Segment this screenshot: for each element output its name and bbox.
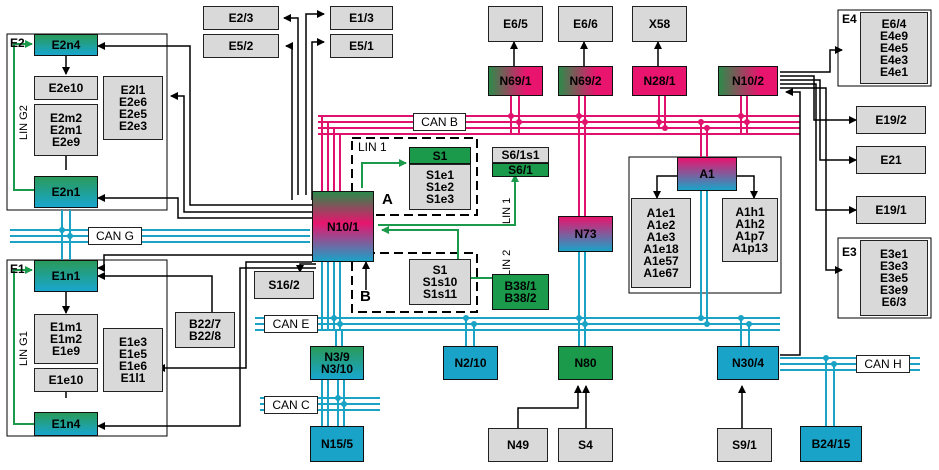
ecu-a1-left-list: A1e1 A1e2 A1e3 A1e18 A1e57 A1e67 [631,198,691,288]
module-e19-2: E19/2 [856,106,926,134]
sensor-b22: B22/7 B22/8 [175,312,235,348]
label-lin1-b: LIN 1 [501,197,513,224]
switch-s6-1s1: S6/1s1 [492,147,549,163]
label-lin1-a: LIN 1 [358,140,387,154]
ecu-a1-right-list: A1h1 A1h2 A1p7 A1p13 [722,198,778,262]
module-e5-1: E5/1 [330,34,393,58]
label-lin-g2: LIN G2 [18,105,30,140]
lin-wires [13,40,519,425]
group-e1-label: E1 [10,262,25,276]
label-a: A [382,191,393,208]
label-can-e: CAN E [264,315,318,333]
group-e2-label: E2 [10,36,25,50]
dashed-frames [351,137,478,313]
switch-s9-1: S9/1 [717,428,772,462]
switch-s6-1: S6/1 [492,163,549,177]
module-x58: X58 [632,6,687,42]
label-can-g: CAN G [88,227,142,245]
ecu-e1n1: E1n1 [34,260,98,292]
group-e3-label: E3 [842,245,857,259]
ecu-e2l-list: E2l1 E2e6 E2e5 E2e3 [103,76,163,140]
ecu-e2m-list: E2m2 E2m1 E2e9 [34,104,98,156]
module-n73: N73 [558,216,613,252]
label-can-c: CAN C [264,396,318,414]
module-e19-1: E19/1 [856,196,926,224]
ecu-e1e10: E1e10 [34,368,98,392]
sensor-b38: B38/1 B38/2 [492,274,549,310]
can-b-nodes [508,113,750,131]
ecu-e1e-list: E1e3 E1e5 E1e6 E1l1 [103,328,163,392]
label-can-b: CAN B [413,113,466,131]
ecu-e1m-list: E1m1 E1m2 E1e9 [34,314,98,364]
frame-b [351,252,478,313]
ecu-e1n4: E1n4 [34,412,98,436]
signal-wires [62,10,857,430]
ecu-e2e10: E2e10 [34,76,98,100]
group-e3-frame [837,237,932,319]
module-n49: N49 [488,428,548,462]
module-e5-2: E5/2 [203,34,279,58]
group-e4-list: E6/4 E4e9 E4e5 E4e3 E4e1 [860,12,928,84]
label-lin2: LIN 2 [501,249,513,276]
module-n2-10: N2/10 [443,346,498,380]
switch-s1: S1 [409,147,471,164]
switch-s16-2: S16/2 [254,271,314,299]
ecu-e2n1: E2n1 [34,176,98,208]
group-e3-list: E3e1 E3e3 E3e5 E3e9 E6/3 [860,240,928,316]
gateway-n69-2: N69/2 [558,66,613,96]
sensor-b24-15: B24/15 [800,426,862,462]
frame-a [351,137,478,216]
gateway-n10-1: N10/1 [312,191,374,262]
module-n3: N3/9 N3/10 [310,346,364,380]
module-n15-5: N15/5 [310,426,364,462]
module-e6-5: E6/5 [488,6,543,42]
switch-s1-b: S1 S1s10 S1s11 [409,259,471,305]
module-e1-3: E1/3 [330,6,393,30]
gateway-n28-1: N28/1 [632,66,687,96]
label-can-h: CAN H [856,355,910,373]
label-b: B [360,288,371,305]
switch-s1-list: S1e1 S1e2 S1e3 [409,164,471,210]
switch-s4: S4 [558,428,613,462]
label-lin-g1: LIN G1 [18,331,30,366]
module-e2-3: E2/3 [203,6,279,30]
module-e6-6: E6/6 [558,6,613,42]
module-n30-4: N30/4 [717,346,779,380]
gateway-n69-1: N69/1 [488,66,543,96]
gateway-n10-2: N10/2 [718,66,778,96]
module-e21: E21 [856,146,926,174]
ecu-e2n4: E2n4 [34,34,98,56]
can-b-bus [318,96,800,216]
module-n80: N80 [558,346,613,380]
group-e4-label: E4 [842,12,857,26]
ecu-a1: A1 [677,157,737,191]
